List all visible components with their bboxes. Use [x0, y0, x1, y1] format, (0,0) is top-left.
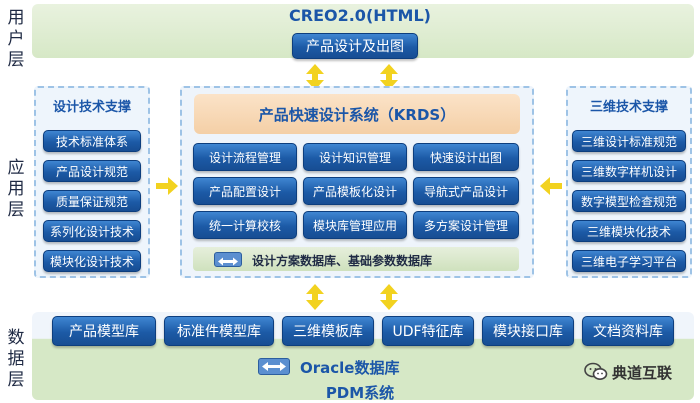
- arrow-shaft: [312, 73, 318, 80]
- layer-label-user: 用户层: [4, 8, 28, 71]
- arrow-shaft: [386, 293, 392, 300]
- arrow-up-icon: [380, 64, 398, 74]
- left-panel-title: 设计技术支撑: [52, 100, 131, 115]
- krds-title: 产品快速设计系统（KRDS）: [258, 106, 456, 124]
- center-item-0-0[interactable]: 设计流程管理: [193, 143, 297, 171]
- double-arrow-icon: [214, 252, 242, 267]
- creo-title: CREO2.0(HTML): [289, 6, 431, 25]
- watermark-text: 典道互联: [612, 364, 673, 382]
- arrow-shaft: [386, 73, 392, 80]
- oracle-double-arrow-icon-svg: [262, 362, 286, 371]
- pdm-label: PDM系统: [325, 384, 395, 402]
- center-item-0-1[interactable]: 设计知识管理: [303, 143, 407, 171]
- library-document[interactable]: 文档资料库: [582, 316, 674, 346]
- center-item-2-1[interactable]: 模块库管理应用: [303, 211, 407, 239]
- right-item-4[interactable]: 三维电子学习平台: [572, 250, 686, 272]
- library-standard-part[interactable]: 标准件模型库: [164, 316, 274, 346]
- arrow-up-icon: [306, 284, 324, 294]
- right-item-1[interactable]: 三维数字样机设计: [572, 160, 686, 182]
- arrow-up-icon: [306, 64, 324, 74]
- product-design-drawing-button[interactable]: 产品设计及出图: [292, 33, 418, 59]
- right-item-2[interactable]: 数字模型检查规范: [572, 190, 686, 212]
- center-item-0-2[interactable]: 快速设计出图: [413, 143, 519, 171]
- center-item-1-2[interactable]: 导航式产品设计: [413, 177, 519, 205]
- layer-label-user-text: 用户层: [7, 8, 25, 70]
- double-arrow-icon-svg: [218, 257, 238, 266]
- oracle-label: Oracle数据库: [300, 359, 400, 377]
- arrow-shaft: [156, 183, 168, 189]
- wechat-logo-icon-svg: [584, 362, 608, 380]
- right-support-panel: [566, 86, 692, 278]
- arrow-shaft: [550, 183, 562, 189]
- arrow-down-icon: [306, 80, 324, 90]
- left-item-1[interactable]: 产品设计规范: [43, 160, 141, 182]
- library-product-model[interactable]: 产品模型库: [52, 316, 156, 346]
- library-udf-feature[interactable]: UDF特征库: [382, 316, 474, 346]
- database-band: [193, 247, 519, 271]
- database-label: 设计方案数据库、基础参数数据库: [252, 254, 433, 268]
- arrow-shaft: [312, 293, 318, 300]
- layer-label-application: 应用层: [4, 158, 28, 221]
- oracle-double-arrow-icon: [258, 358, 290, 375]
- center-item-2-0[interactable]: 统一计算校核: [193, 211, 297, 239]
- arrow-left-icon: [540, 177, 550, 195]
- arrow-down-icon: [306, 300, 324, 310]
- center-item-2-2[interactable]: 多方案设计管理: [413, 211, 519, 239]
- left-item-0[interactable]: 技术标准体系: [43, 130, 141, 152]
- library-module-interface[interactable]: 模块接口库: [482, 316, 574, 346]
- layer-label-data-text: 数据层: [7, 328, 25, 390]
- arrow-right-icon: [168, 177, 178, 195]
- layer-label-application-text: 应用层: [7, 158, 25, 220]
- wechat-logo-icon: [584, 362, 608, 382]
- left-item-3[interactable]: 系列化设计技术: [43, 220, 141, 242]
- right-panel-title: 三维技术支撑: [589, 100, 668, 115]
- krds-title-box: [194, 94, 520, 134]
- center-item-1-1[interactable]: 产品模板化设计: [303, 177, 407, 205]
- layer-label-data: 数据层: [4, 328, 28, 391]
- arrow-down-icon: [380, 80, 398, 90]
- right-item-3[interactable]: 三维模块化技术: [572, 220, 686, 242]
- arrow-up-icon: [380, 284, 398, 294]
- right-item-0[interactable]: 三维设计标准规范: [572, 130, 686, 152]
- arrow-down-icon: [380, 300, 398, 310]
- left-item-2[interactable]: 质量保证规范: [43, 190, 141, 212]
- library-3d-template[interactable]: 三维模板库: [282, 316, 374, 346]
- center-item-1-0[interactable]: 产品配置设计: [193, 177, 297, 205]
- left-item-4[interactable]: 模块化设计技术: [43, 250, 141, 272]
- left-support-panel: [34, 86, 150, 278]
